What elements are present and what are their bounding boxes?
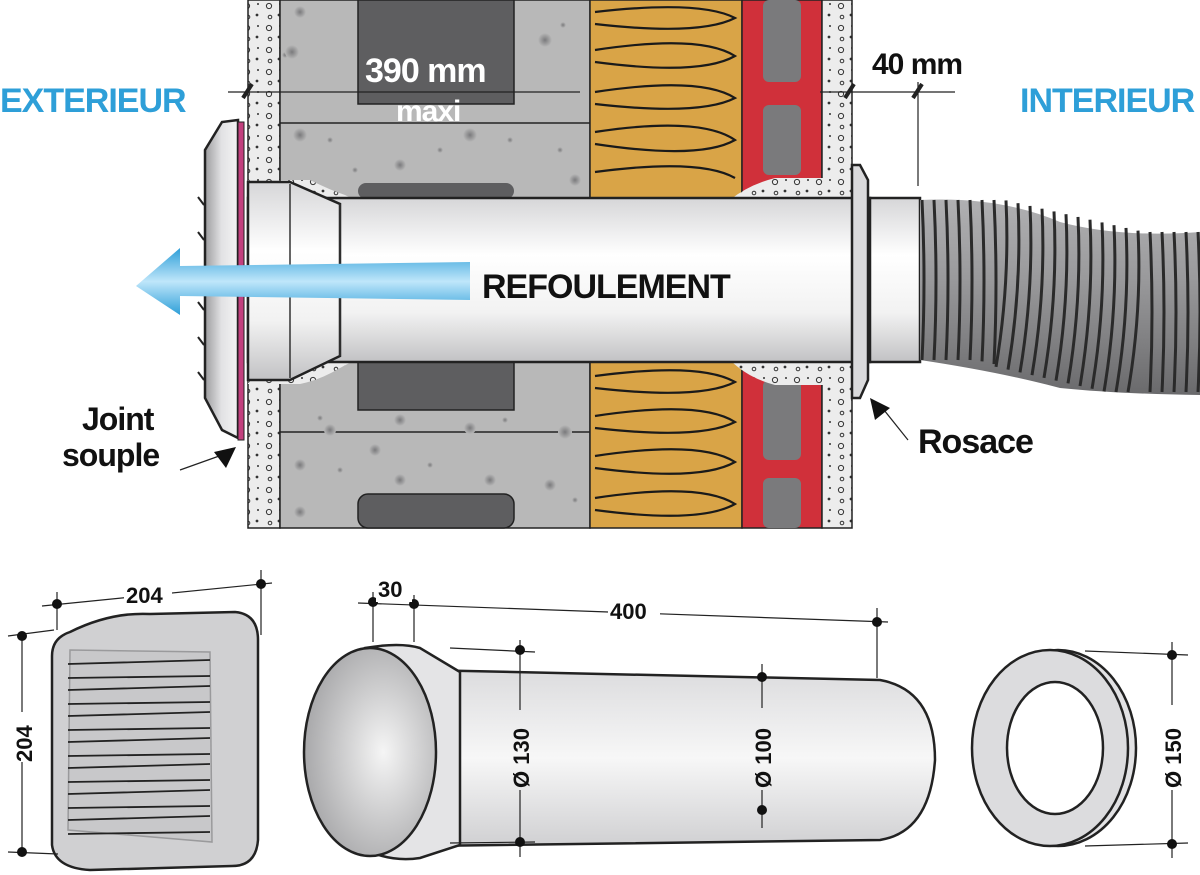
sleeve-tube-diameter: Ø 100 — [751, 728, 776, 788]
label-wall-thickness-note: maxi — [396, 95, 460, 128]
concrete-pores — [282, 6, 581, 518]
flexible-duct — [920, 199, 1200, 395]
duct-rib — [1114, 227, 1129, 393]
duct-rib — [992, 199, 998, 365]
block-cavity-top — [357, 0, 515, 105]
duct-rib — [1054, 214, 1069, 381]
label-seal-line1: Joint — [82, 401, 155, 437]
duct-rib — [1078, 219, 1093, 387]
louver-slat — [67, 685, 211, 705]
label-interior: INTERIEUR — [1020, 82, 1195, 120]
insulation-waves — [594, 6, 738, 517]
component-sleeve — [302, 643, 937, 861]
label-rosace-offset: 40 mm — [872, 48, 962, 81]
louver-slat — [67, 711, 211, 731]
duct-rib — [1126, 230, 1141, 393]
duct-rib — [1172, 231, 1178, 393]
rosace-pointer-arrowhead — [870, 398, 890, 420]
duct-rib — [932, 199, 938, 361]
duct-rib — [1148, 231, 1154, 393]
duct-rib — [956, 199, 962, 361]
duct-rib — [1102, 225, 1117, 392]
louver-slat — [67, 815, 211, 835]
duct-rib — [994, 200, 1009, 368]
block-cavity-bottom — [357, 493, 515, 529]
duct-rib — [980, 199, 986, 362]
grille-width-dimension: 204 — [126, 583, 163, 608]
duct-rib — [1184, 231, 1190, 393]
duct-rib — [1090, 222, 1105, 390]
airflow-arrow — [136, 248, 470, 315]
flexible-duct-ribs — [920, 199, 1200, 393]
sleeve-length-dimension: 400 — [610, 599, 647, 624]
duct-rib — [1006, 203, 1021, 370]
component-rosace — [970, 648, 1138, 848]
seal-pointer-arrowhead — [214, 447, 236, 468]
dimension-lines — [179, 82, 955, 471]
label-exterior: EXTERIEUR — [0, 82, 186, 120]
sleeve-collar-diameter: Ø 130 — [509, 728, 534, 788]
duct-rib — [968, 199, 974, 361]
duct-rib — [1160, 231, 1166, 393]
duct-rib — [1018, 205, 1033, 373]
duct-rib — [920, 199, 926, 361]
duct-rib — [944, 199, 950, 361]
label-flow-direction: REFOULEMENT — [482, 268, 731, 306]
duct-rib — [1066, 216, 1081, 384]
sleeve-collar-dimension: 30 — [378, 577, 402, 602]
block-cavity-upper-inner — [358, 183, 514, 199]
louver-slat — [67, 737, 211, 757]
label-rosace: Rosace — [918, 423, 1033, 461]
label-wall-thickness: 390 mm — [365, 52, 486, 90]
component-grille — [50, 610, 260, 872]
louver-slat — [67, 763, 211, 783]
duct-rib — [1030, 208, 1045, 376]
sleeve-opening — [302, 646, 438, 858]
label-seal-line2: souple — [62, 437, 159, 473]
rosace-profile — [850, 163, 870, 400]
louver-slat — [67, 659, 211, 679]
grille-louvers — [67, 659, 211, 835]
duct-rib — [1042, 211, 1057, 379]
rosace-diameter: Ø 150 — [1161, 728, 1186, 788]
louver-slat — [67, 789, 211, 809]
block-cavity-lower-inner — [357, 359, 515, 411]
grille-height-dimension: 204 — [12, 725, 37, 762]
rosace-opening — [1005, 680, 1105, 816]
